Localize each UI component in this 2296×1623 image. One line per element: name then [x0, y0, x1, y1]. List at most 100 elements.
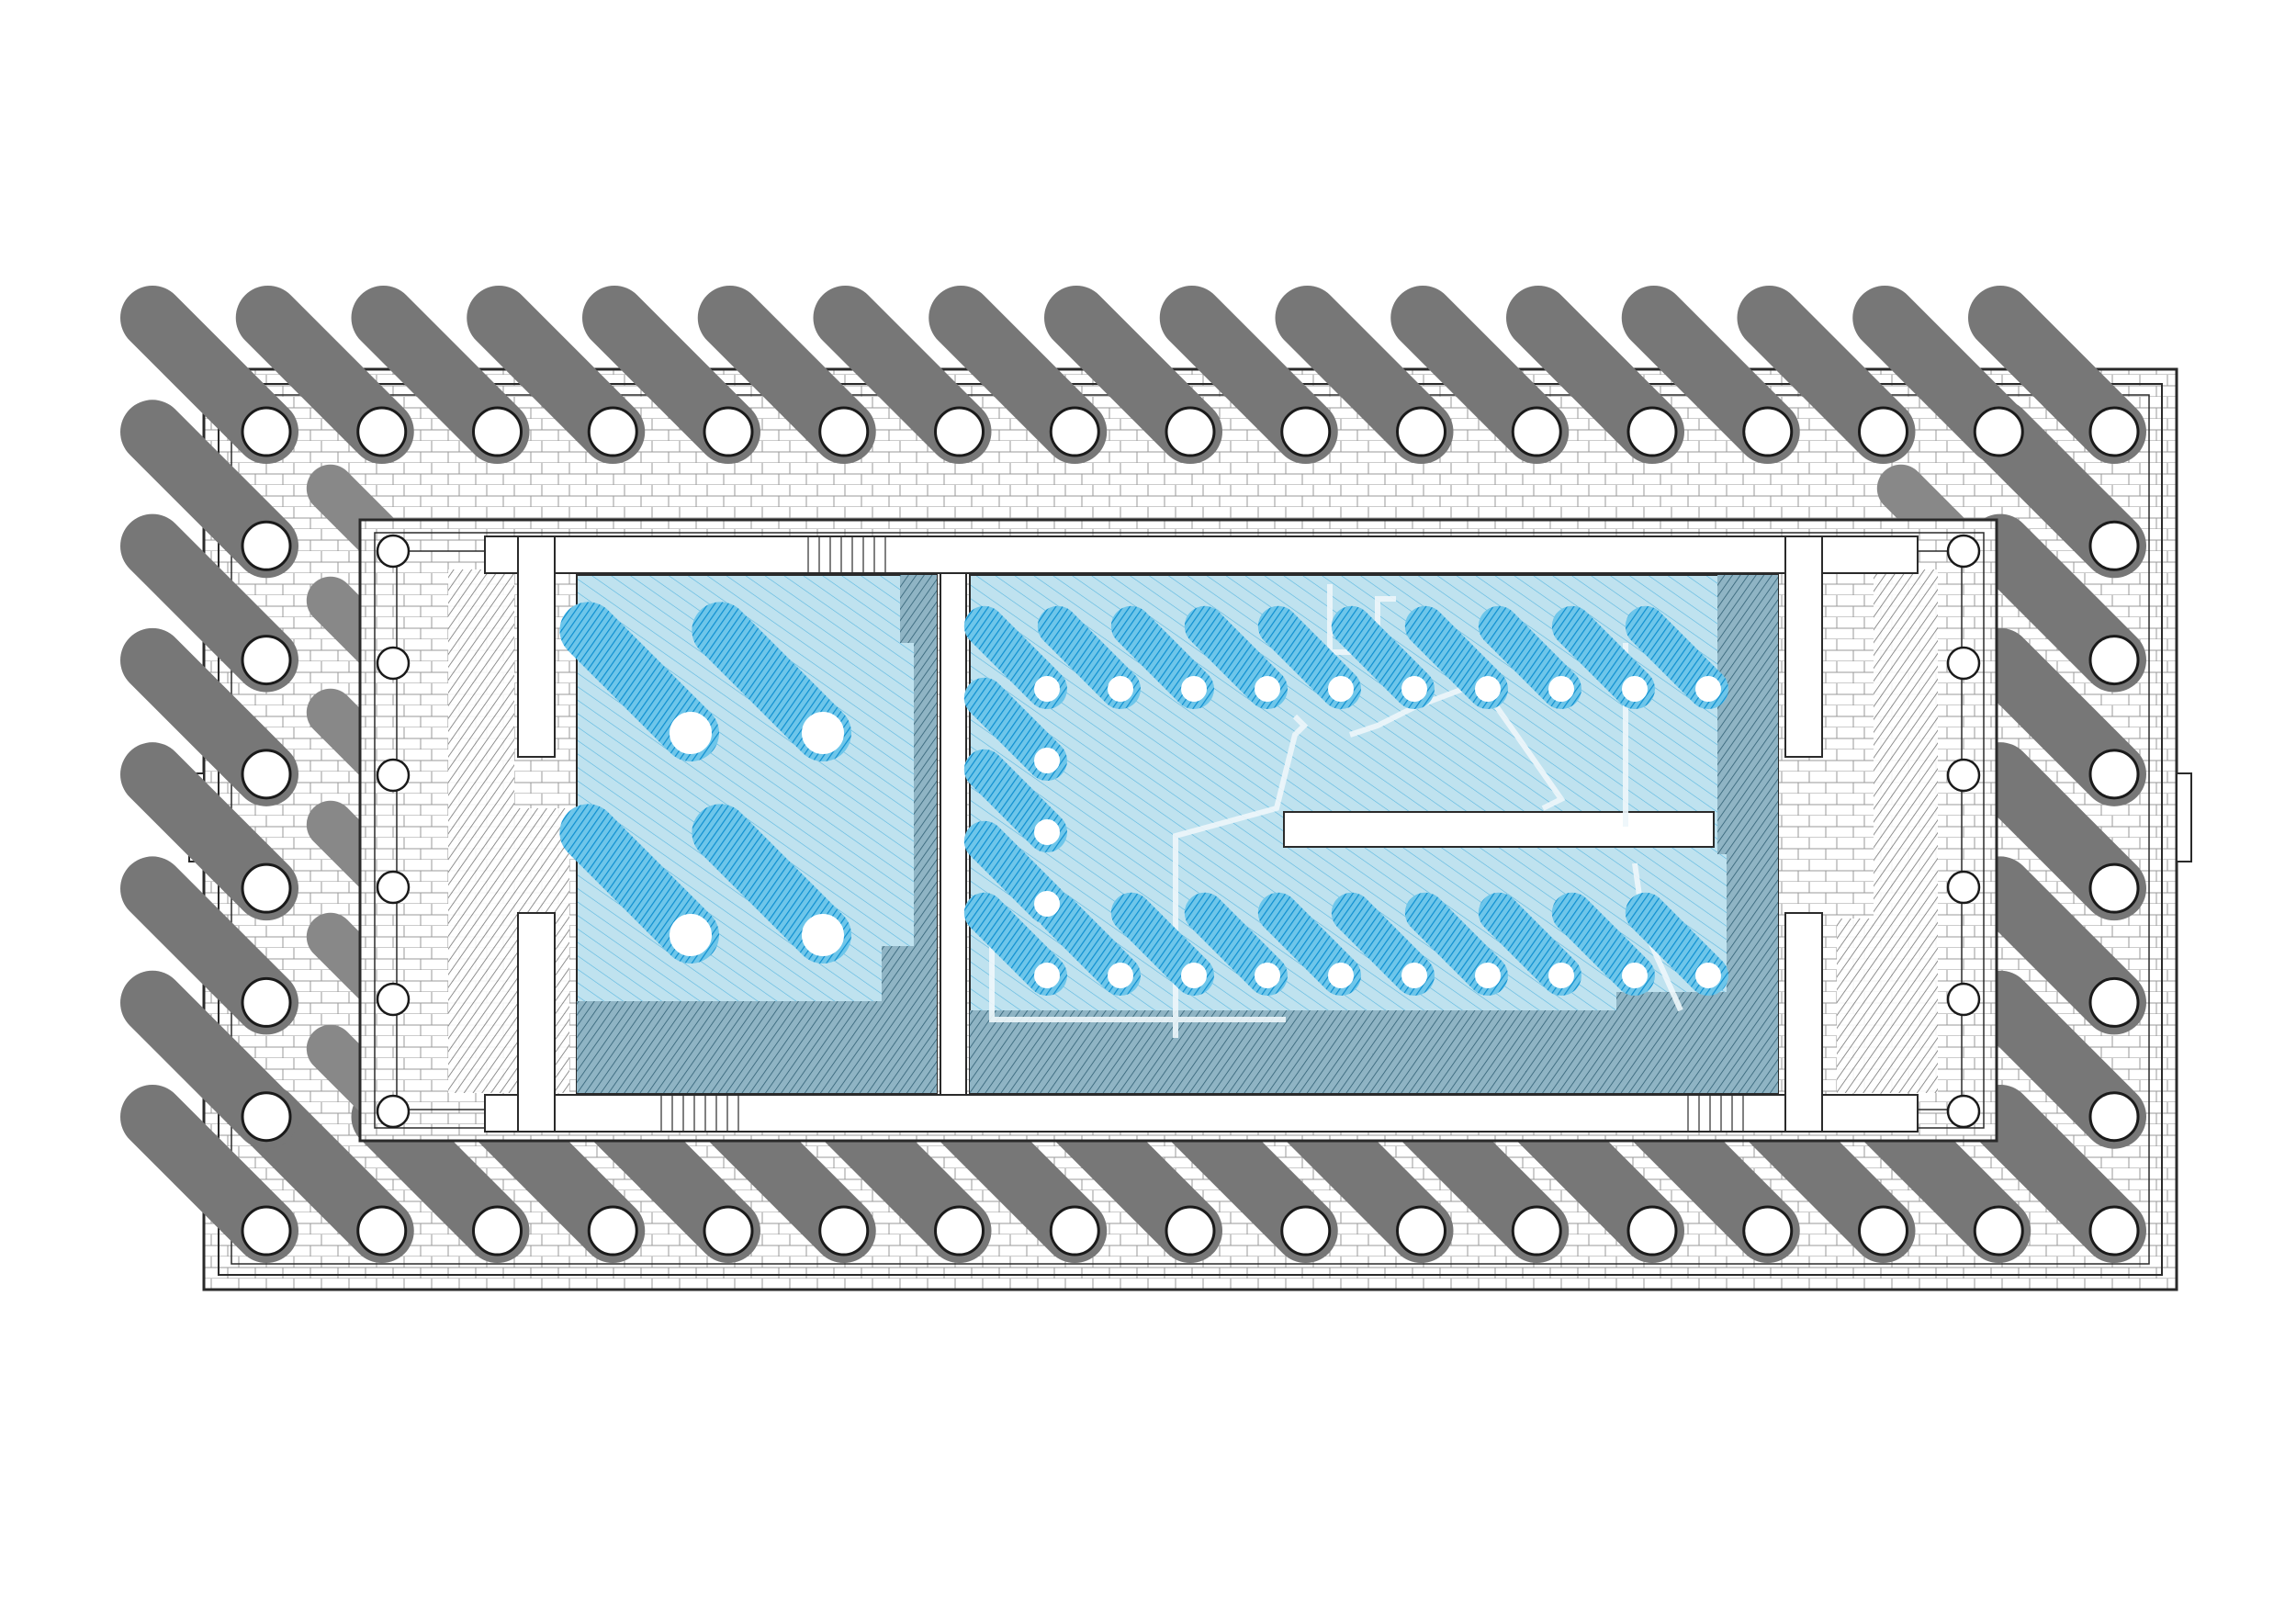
pool-column [1108, 676, 1133, 702]
pool-column-shadow [963, 820, 1067, 924]
pool-column [1548, 676, 1574, 702]
peristyle-column [2088, 862, 2140, 914]
pool-column-shadow [1404, 605, 1508, 709]
pool-column-shadow [1331, 892, 1435, 996]
peristyle-column [703, 1205, 754, 1257]
peristyle-column [818, 406, 870, 457]
column-shadow [1506, 286, 1684, 464]
pronaos-column [1946, 1094, 1981, 1129]
pool-column-shadow [692, 602, 851, 761]
peristyle-column [934, 1205, 985, 1257]
pool-column [1401, 963, 1427, 988]
pool-column [1695, 963, 1721, 988]
peristyle-column [1626, 1205, 1678, 1257]
column-shadow [582, 286, 760, 464]
pool-column [1034, 676, 1060, 702]
pool-column [1548, 963, 1574, 988]
pool-column-shadow [1257, 605, 1361, 709]
peristyle-column [934, 406, 985, 457]
pool-column [1475, 963, 1501, 988]
column-shadow [1968, 1085, 2146, 1263]
peristyle-columns [241, 406, 2140, 1257]
column-shadow [1275, 286, 1454, 464]
column-shadow [1968, 513, 2146, 693]
pool-column-shadow [1184, 892, 1288, 996]
interior-column-shadows [559, 602, 1728, 996]
pool-column-shadow [1037, 892, 1141, 996]
peristyle-column [1858, 406, 1908, 457]
peristyle-column [1973, 406, 2024, 457]
pool-column [1108, 963, 1133, 988]
peristyle-column [241, 1091, 292, 1143]
column-shadow [813, 286, 992, 464]
pronaos-column [376, 646, 411, 681]
pool-column [802, 914, 844, 956]
peristyle-column [1165, 406, 1216, 457]
pool-column-shadow [1404, 892, 1508, 996]
column-shadow [1968, 856, 2146, 1035]
interior-columns [376, 534, 1981, 1129]
pronaos-column [1946, 534, 1981, 569]
column-shadow [1044, 286, 1222, 464]
pool-column [1622, 676, 1648, 702]
pool-column-shadow [963, 605, 1067, 709]
peristyle-column [1165, 1205, 1216, 1257]
peristyle-column [241, 406, 292, 457]
pronaos-column [376, 1094, 411, 1129]
pool-column-shadow [1478, 892, 1581, 996]
peristyle-column [1626, 406, 1678, 457]
pool-column-shadow [692, 804, 851, 964]
peristyle-column [472, 406, 523, 457]
pool-column [1475, 676, 1501, 702]
column-shadow [1968, 970, 2146, 1149]
column-shadow [1159, 286, 1338, 464]
pool-column [670, 914, 712, 956]
pool-column-shadow [963, 677, 1067, 781]
peristyle-column [1396, 406, 1446, 457]
column-shadow [1968, 742, 2146, 921]
peristyle-column [2088, 749, 2140, 800]
pool-column-shadow [1551, 892, 1655, 996]
pronaos-column [376, 534, 411, 569]
peristyle-column [2088, 406, 2140, 457]
pool-column-shadow [1257, 892, 1361, 996]
column-shadow [1968, 400, 2146, 579]
pool-column-shadow [963, 892, 1067, 996]
peristyle-column [2088, 1205, 2140, 1257]
pool-column [1181, 676, 1207, 702]
peristyle-column [241, 1205, 292, 1257]
pool-column [1328, 963, 1354, 988]
pool-column [1255, 963, 1280, 988]
pool-column-shadow [1331, 605, 1435, 709]
column-shadow [1390, 286, 1570, 464]
pool-column-shadow [1625, 892, 1728, 996]
pool-column [1034, 819, 1060, 845]
pool-column [670, 712, 712, 754]
pronaos-column [376, 758, 411, 793]
column-shadow [467, 286, 646, 464]
peristyle-column [1973, 1205, 2024, 1257]
pronaos-column [376, 982, 411, 1017]
peristyle-column [1049, 406, 1100, 457]
column-shadow [1621, 286, 1800, 464]
peristyle-column [587, 406, 638, 457]
column-shadow [120, 627, 298, 806]
column-shadow [1737, 286, 1916, 464]
column-shadow [697, 286, 876, 464]
peristyle-column [2088, 520, 2140, 571]
peristyle-column [1742, 1205, 1794, 1257]
peristyle-column [818, 1205, 870, 1257]
peristyle-column [2088, 635, 2140, 686]
peristyle-column [1280, 406, 1332, 457]
peristyle-column [241, 862, 292, 914]
pool-column-shadow [559, 804, 719, 964]
pool-column [1034, 891, 1060, 917]
column-shadow [351, 286, 530, 464]
column-shadow [1968, 286, 2146, 464]
pool-column-shadow [559, 602, 719, 761]
peristyle-column [1049, 1205, 1100, 1257]
pool-column [1622, 963, 1648, 988]
pool-column [1328, 676, 1354, 702]
peristyle-column [1511, 1205, 1562, 1257]
